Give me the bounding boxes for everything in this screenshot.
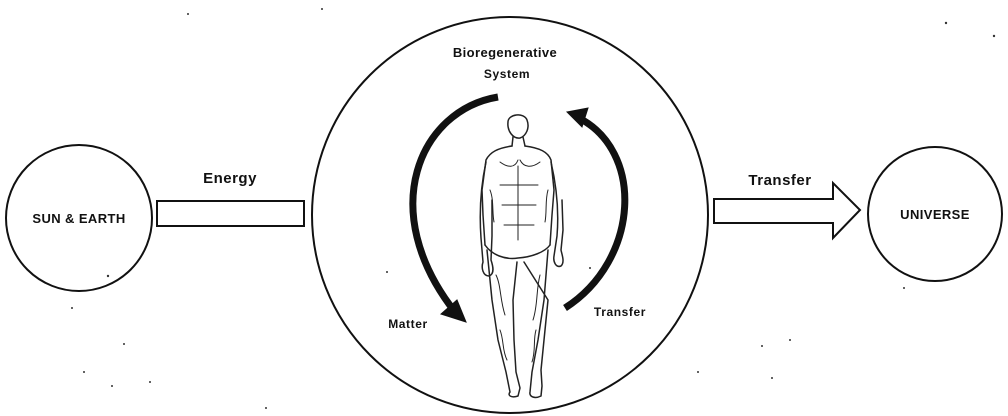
- sun-earth-node: SUN & EARTH: [6, 145, 152, 291]
- matter-cycle-arrow: [413, 97, 498, 322]
- transfer-arrow: Transfer: [714, 172, 860, 238]
- transfer-cycle-arrow: [565, 108, 625, 308]
- system-title-line2: System: [484, 67, 530, 81]
- system-title-line1: Bioregenerative: [453, 45, 557, 60]
- human-figure-icon: [480, 115, 563, 398]
- scan-specks: [71, 8, 995, 409]
- bioregenerative-system-node: Bioregenerative System Matter Transfer: [312, 17, 708, 413]
- transfer-label: Transfer: [748, 172, 811, 189]
- sun-earth-label: SUN & EARTH: [32, 211, 125, 226]
- energy-label: Energy: [203, 170, 257, 187]
- transfer-arc: [565, 117, 625, 308]
- matter-label: Matter: [388, 317, 428, 331]
- energy-arrow: Energy: [157, 170, 304, 226]
- matter-arc: [413, 97, 498, 312]
- universe-label: UNIVERSE: [900, 207, 970, 222]
- cycle-transfer-label: Transfer: [594, 305, 646, 319]
- universe-node: UNIVERSE: [868, 147, 1002, 281]
- energy-arrow-bar: [157, 201, 304, 226]
- transfer-arrow-shape: [714, 183, 860, 238]
